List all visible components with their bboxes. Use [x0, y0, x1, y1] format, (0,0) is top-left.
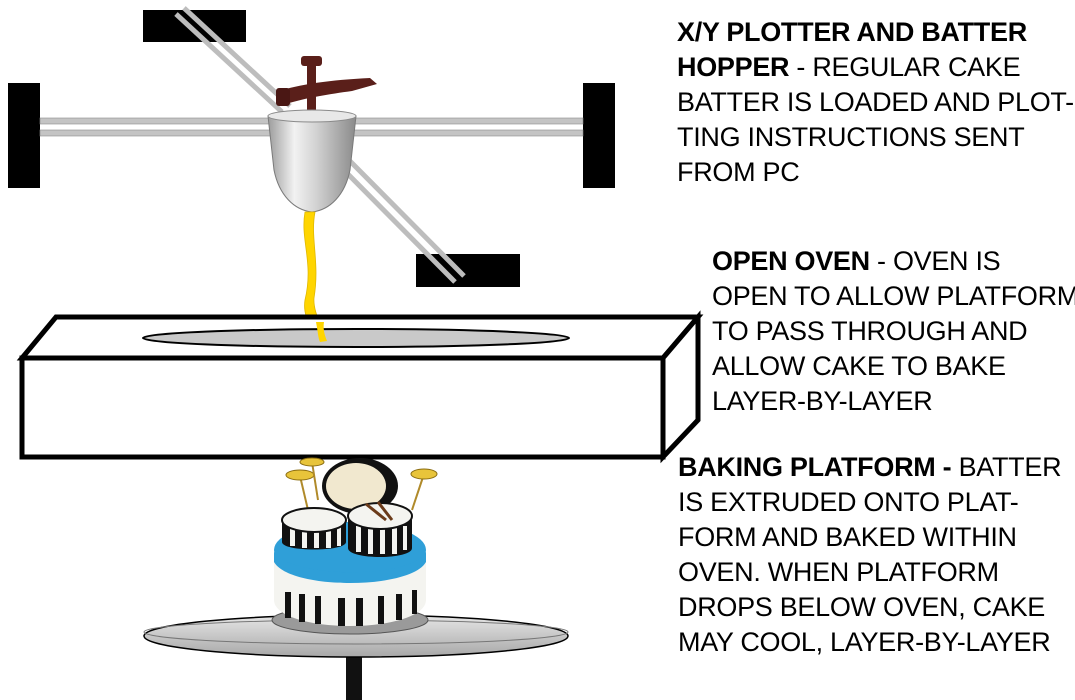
drum-left-stripes — [290, 526, 341, 548]
cake — [271, 457, 438, 635]
oven-front-face — [19, 355, 666, 460]
y-rail-lower-b — [337, 148, 466, 278]
drum-bass-head — [326, 463, 386, 509]
hopper-handle — [276, 78, 377, 104]
hopper-plunger-knob — [301, 56, 322, 66]
caption-plotter-title-line2: HOPPER — [677, 52, 790, 82]
y-rail-upper-a — [174, 12, 284, 114]
caption-baking-platform: BAKING PLATFORM - BATTER IS EXTRUDED ONT… — [678, 450, 1068, 660]
caption-oven-body-line2: OPEN TO ALLOW PLATFORM — [712, 281, 1075, 311]
batter-hopper — [267, 56, 377, 343]
caption-platform-body-line6: MAY COOL, LAYER-BY-LAYER — [678, 627, 1051, 657]
cake-stripes — [285, 590, 417, 626]
caption-platform-body-line1: BATTER — [951, 452, 1062, 482]
cymbal-stand-left — [299, 475, 309, 511]
cake-icing-drip — [274, 552, 426, 583]
cymbal-right — [410, 468, 438, 480]
cymbal-center — [299, 457, 325, 467]
caption-xy-plotter: X/Y PLOTTER AND BATTER HOPPER - REGULAR … — [677, 15, 1074, 190]
caption-platform-body-line4: OVEN. WHEN PLATFORM — [678, 557, 999, 587]
platform-post — [346, 652, 362, 700]
baking-platform — [143, 614, 569, 700]
cymbal-stand-center — [311, 461, 319, 501]
batter-stream-tip — [316, 322, 327, 342]
caption-plotter-body-line4: TING INSTRUCTIONS SENT — [677, 122, 1025, 152]
caption-oven-title: OPEN OVEN — [712, 246, 870, 276]
caption-open-oven: OPEN OVEN - OVEN IS OPEN TO ALLOW PLATFO… — [712, 244, 1075, 419]
drum-left-head — [281, 507, 347, 533]
caption-platform-body-line3: FORM AND BAKED WITHIN — [678, 522, 1017, 552]
drum-right-stripes — [356, 526, 407, 554]
open-oven — [16, 310, 704, 464]
drumstick-a — [365, 502, 387, 522]
caption-oven-body-line5: LAYER-BY-LAYER — [712, 386, 933, 416]
caption-plotter-body-line2: - REGULAR CAKE — [789, 52, 1021, 82]
y-rail-upper-b — [182, 6, 292, 108]
hopper-handle-grip — [276, 88, 290, 106]
hopper-rim — [267, 109, 357, 123]
drumstick-b — [376, 501, 394, 521]
cymbal-left — [285, 469, 315, 481]
caption-plotter-title-line1: X/Y PLOTTER AND BATTER — [677, 17, 1027, 47]
hopper-body — [267, 115, 357, 213]
caption-oven-body-line1: - OVEN IS — [869, 246, 1001, 276]
gantry-block-left — [8, 83, 40, 188]
caption-oven-body-line4: ALLOW CAKE TO BAKE — [712, 351, 1006, 381]
gantry-block-right — [583, 83, 615, 188]
caption-plotter-body-line3: BATTER IS LOADED AND PLOT- — [677, 87, 1074, 117]
oven-opening — [142, 328, 570, 348]
caption-platform-body-line2: IS EXTRUDED ONTO PLAT- — [678, 487, 1019, 517]
cymbal-stand-right — [411, 473, 425, 511]
caption-platform-title: BAKING PLATFORM - — [678, 452, 952, 482]
caption-platform-body-line5: DROPS BELOW OVEN, CAKE — [678, 592, 1045, 622]
y-rail-lower-a — [328, 154, 457, 284]
caption-oven-body-line3: TO PASS THROUGH AND — [712, 316, 1028, 346]
caption-plotter-body-line5: FROM PC — [677, 157, 800, 187]
